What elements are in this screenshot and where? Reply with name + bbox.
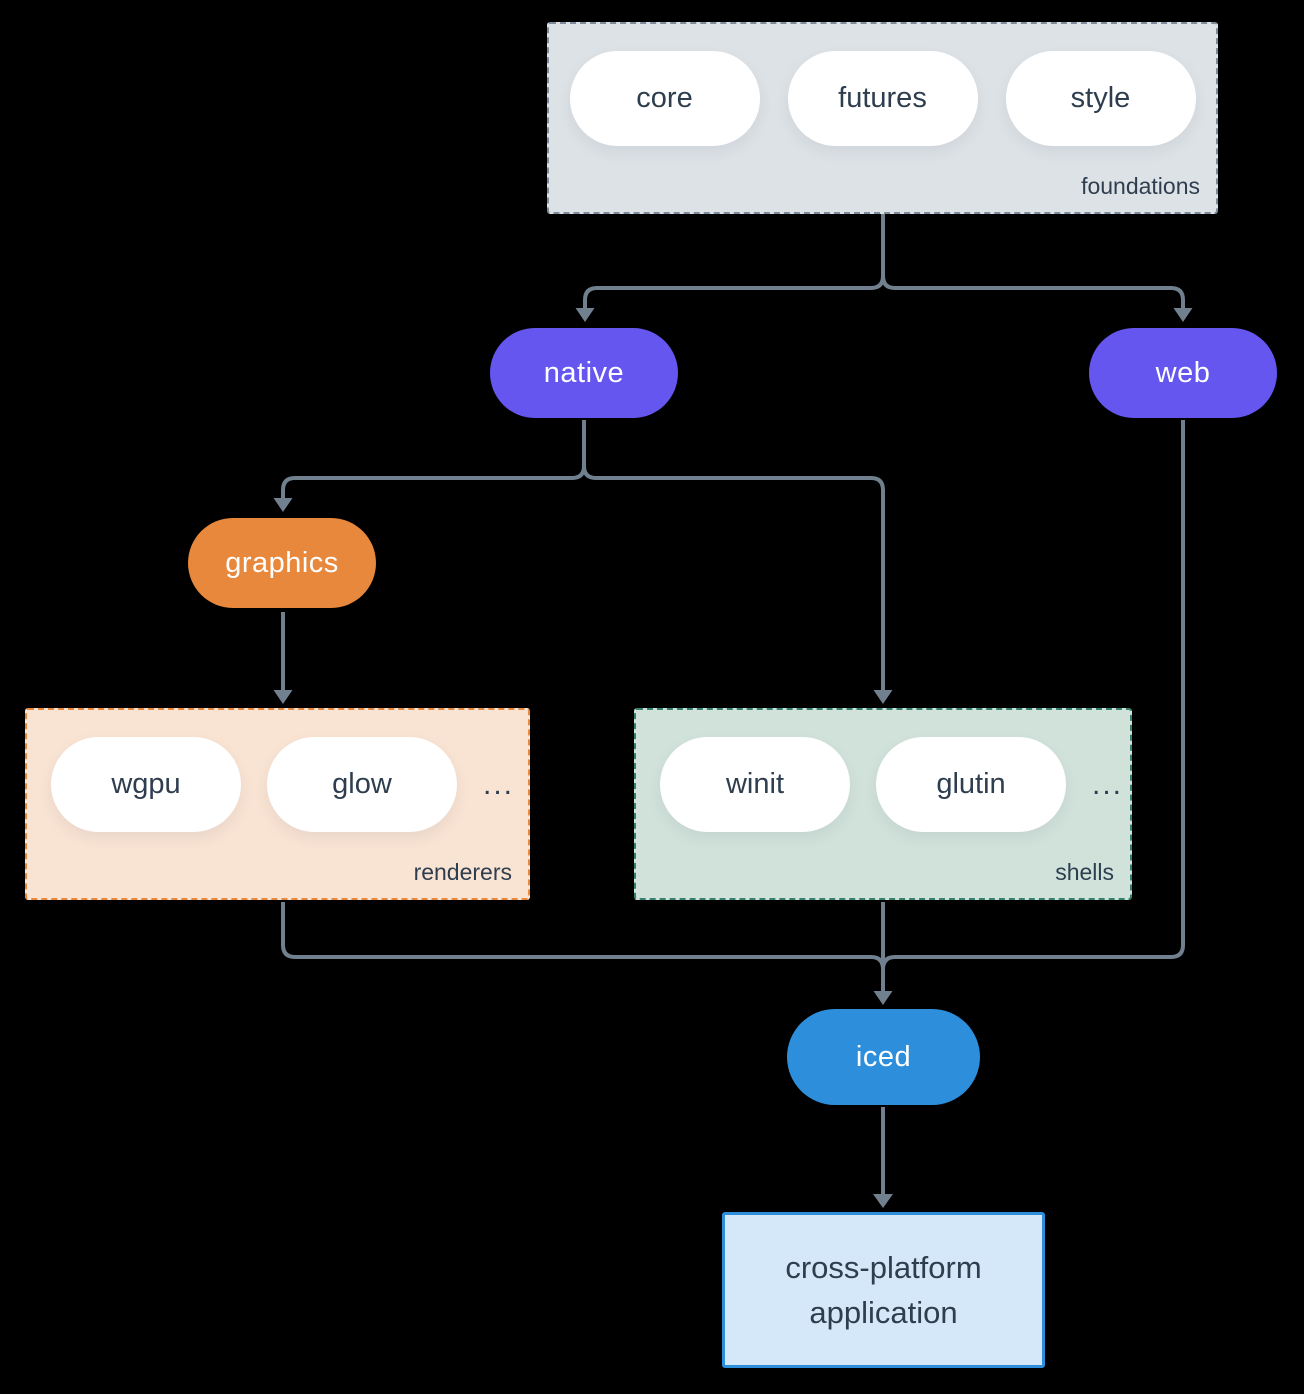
arrowhead-shells [873, 690, 893, 704]
edge-foundations-to-native [583, 214, 885, 308]
application-label-line2: application [809, 1294, 958, 1330]
arrowhead-native [575, 308, 595, 322]
edge-native-to-graphics [281, 420, 586, 498]
application-label-line1: cross-platform [785, 1249, 982, 1285]
shells-group: winit glutin ... shells [634, 708, 1132, 900]
node-futures: futures [787, 51, 978, 146]
edge-foundations-to-web [881, 214, 1185, 308]
arrowhead-graphics [273, 498, 293, 512]
arrowhead-iced [873, 991, 893, 1005]
renderers-group: wgpu glow ... renderers [25, 708, 530, 900]
renderers-pill-row: wgpu glow ... [27, 710, 528, 832]
arrowhead-application [873, 1194, 893, 1208]
node-web: web [1089, 328, 1277, 418]
node-glow: glow [267, 737, 457, 832]
node-iced: iced [787, 1009, 980, 1105]
renderers-label: renderers [413, 859, 512, 885]
foundations-label: foundations [1081, 173, 1200, 199]
node-winit: winit [660, 737, 850, 832]
node-wgpu: wgpu [51, 737, 241, 832]
shells-ellipsis: ... [1092, 767, 1124, 801]
arrowhead-web [1173, 308, 1193, 322]
arrowhead-renderers [273, 690, 293, 704]
foundations-group: core futures style foundations [547, 22, 1218, 214]
edge-native-to-shells [582, 420, 885, 690]
node-core: core [569, 51, 760, 146]
edge-renderers-to-iced [281, 902, 885, 970]
shells-pill-row: winit glutin ... [636, 710, 1130, 832]
application-box: cross-platform application [722, 1212, 1045, 1368]
renderers-ellipsis: ... [483, 767, 515, 801]
shells-label: shells [1055, 859, 1114, 885]
node-native: native [490, 328, 678, 418]
node-glutin: glutin [876, 737, 1066, 832]
node-graphics: graphics [188, 518, 376, 608]
foundations-pill-row: core futures style [549, 24, 1216, 146]
node-style: style [1005, 51, 1196, 146]
